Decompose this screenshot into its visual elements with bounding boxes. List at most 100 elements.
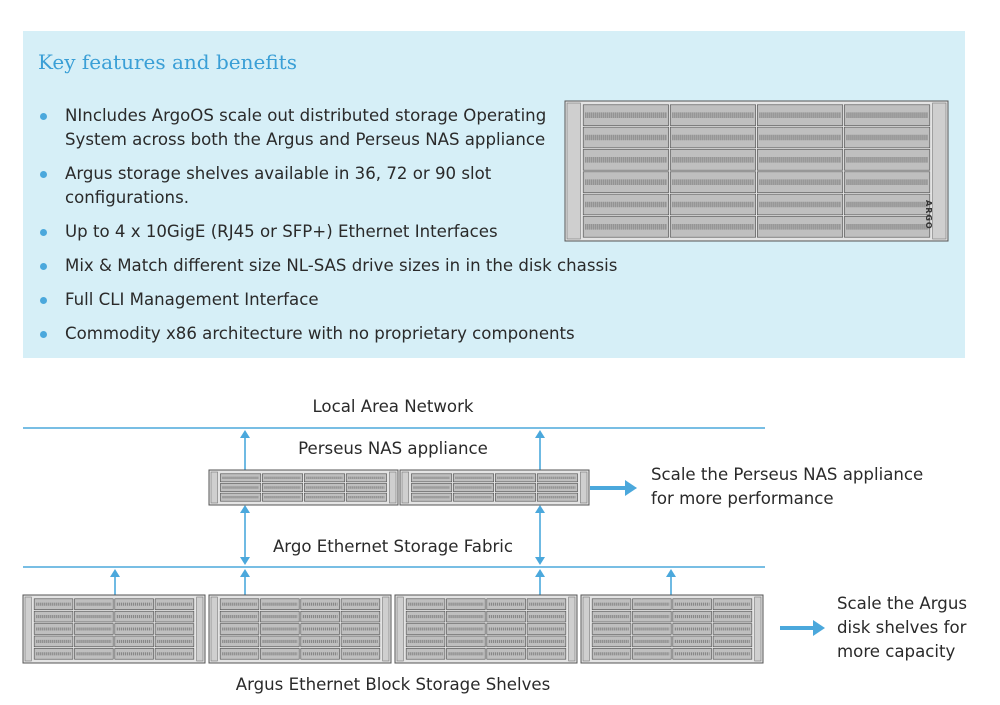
drive-tray <box>260 610 300 623</box>
drive-tray <box>33 610 74 623</box>
drive-tray <box>632 635 672 648</box>
drive-tray <box>340 623 381 635</box>
drive-tray <box>74 610 114 623</box>
drive-tray <box>672 598 712 610</box>
feature-text: Commodity x86 architecture with no propr… <box>65 324 575 343</box>
drive-tray <box>591 635 632 648</box>
drive-tray <box>405 648 446 660</box>
scale-shelves-arrow-head <box>813 620 825 636</box>
drive-tray <box>672 610 712 623</box>
drive-tray <box>340 598 381 610</box>
bullet-icon <box>40 331 47 338</box>
scale-shelves-note: Scale the Argus disk shelves for more ca… <box>837 594 968 661</box>
shelf-to-fabric-arrow-head <box>110 569 120 577</box>
drive-tray <box>33 623 74 635</box>
nas-label: Perseus NAS appliance <box>298 439 488 458</box>
feature-text: Mix & Match different size NL-SAS drive … <box>65 256 618 275</box>
drive-tray <box>219 648 260 660</box>
drive-tray <box>446 610 486 623</box>
drive-tray <box>154 610 195 623</box>
chassis-brand-label: ARGO <box>924 200 933 230</box>
drive-tray <box>405 635 446 648</box>
bullet-icon <box>40 113 47 120</box>
drive-tray <box>405 598 446 610</box>
drive-tray <box>405 610 446 623</box>
panel-title: Key features and benefits <box>38 50 297 74</box>
drive-tray <box>114 648 154 660</box>
drive-tray <box>260 623 300 635</box>
bullet-icon <box>40 297 47 304</box>
drive-tray <box>712 610 753 623</box>
drive-tray <box>74 623 114 635</box>
shelves-label: Argus Ethernet Block Storage Shelves <box>235 675 551 694</box>
drive-tray <box>219 598 260 610</box>
drive-tray <box>114 635 154 648</box>
drive-tray <box>712 623 753 635</box>
shelf-to-fabric-arrow-head <box>666 569 676 577</box>
feature-item: NIncludes ArgoOS scale out distributed s… <box>38 104 565 152</box>
drive-tray <box>712 648 753 660</box>
drive-tray <box>114 610 154 623</box>
drive-tray <box>591 648 632 660</box>
drive-tray <box>712 598 753 610</box>
bullet-icon <box>40 263 47 270</box>
drive-tray <box>154 598 195 610</box>
drive-tray <box>486 610 526 623</box>
storage-shelf-unit <box>394 594 578 664</box>
drive-tray <box>114 623 154 635</box>
shelf-to-fabric-arrow-head <box>240 569 250 577</box>
drive-tray <box>300 610 340 623</box>
drive-tray <box>219 610 260 623</box>
drive-tray <box>486 635 526 648</box>
drive-tray <box>486 623 526 635</box>
nas-appliance-unit <box>208 469 399 506</box>
storage-chassis-image <box>564 100 949 242</box>
drive-tray <box>300 635 340 648</box>
nas-to-lan-arrow-head <box>240 430 250 438</box>
drive-tray <box>33 635 74 648</box>
scale-nas-arrow-head <box>625 480 637 496</box>
drive-tray <box>632 598 672 610</box>
drive-tray <box>300 648 340 660</box>
nas-appliance-unit <box>399 469 590 506</box>
feature-text: Full CLI Management Interface <box>65 290 319 309</box>
drive-tray <box>486 648 526 660</box>
drive-tray <box>591 623 632 635</box>
drive-tray <box>300 598 340 610</box>
fabric-label: Argo Ethernet Storage Fabric <box>272 537 514 556</box>
drive-tray <box>74 598 114 610</box>
drive-tray <box>405 623 446 635</box>
drive-tray <box>74 635 114 648</box>
nas-fabric-arrow-head-up <box>240 505 250 513</box>
drive-tray <box>260 598 300 610</box>
storage-shelf-unit <box>208 594 392 664</box>
drive-tray <box>672 635 712 648</box>
drive-tray <box>219 635 260 648</box>
drive-tray <box>526 635 567 648</box>
bullet-icon <box>40 229 47 236</box>
drive-tray <box>526 648 567 660</box>
brand-text: ARGO <box>924 200 933 230</box>
feature-item: Commodity x86 architecture with no propr… <box>38 322 638 346</box>
drive-tray <box>340 648 381 660</box>
drive-tray <box>526 610 567 623</box>
drive-tray <box>154 648 195 660</box>
drive-tray <box>446 598 486 610</box>
storage-shelf-unit <box>580 594 764 664</box>
drive-tray <box>486 598 526 610</box>
drive-tray <box>591 610 632 623</box>
drive-tray <box>154 623 195 635</box>
drive-tray <box>632 648 672 660</box>
feature-text: Argus storage shelves available in 36, 7… <box>65 164 492 207</box>
drive-tray <box>591 598 632 610</box>
drive-tray <box>219 623 260 635</box>
nas-fabric-arrow-head-up <box>535 505 545 513</box>
feature-item: Up to 4 x 10GigE (RJ45 or SFP+) Ethernet… <box>38 220 638 244</box>
feature-text: NIncludes ArgoOS scale out distributed s… <box>65 106 547 149</box>
scale-nas-note: Scale the Perseus NAS appliance for more… <box>651 465 924 508</box>
drive-tray <box>712 635 753 648</box>
drive-tray <box>672 623 712 635</box>
feature-item: Full CLI Management Interface <box>38 288 638 312</box>
drive-tray <box>340 635 381 648</box>
